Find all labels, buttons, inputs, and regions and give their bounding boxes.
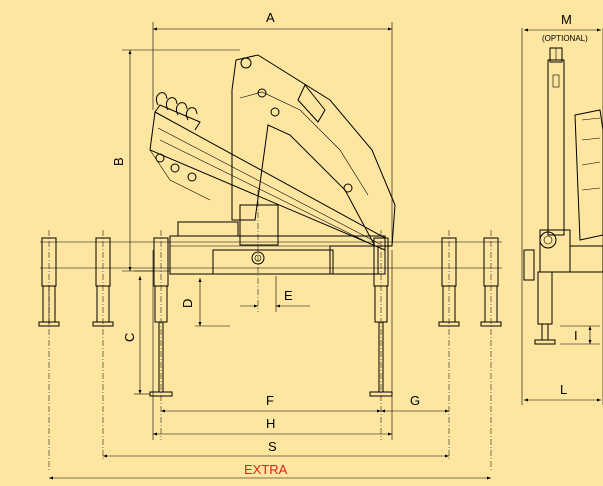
- dimension-s: S: [103, 439, 449, 458]
- outrigger-legs: [38, 237, 502, 397]
- label-optional: (OPTIONAL): [542, 34, 588, 43]
- front-column: [523, 47, 603, 281]
- label-m: M: [561, 12, 572, 27]
- dimension-h: H: [152, 250, 393, 440]
- label-a: A: [266, 10, 275, 25]
- telescopic-boom: [149, 92, 386, 251]
- dimension-c: C: [122, 270, 154, 395]
- dimension-d: D: [180, 273, 230, 327]
- center-lines: [48, 190, 492, 470]
- label-c: C: [122, 333, 137, 342]
- dimension-extra: EXTRA: [49, 462, 491, 480]
- label-s: S: [268, 439, 277, 454]
- label-b: B: [111, 157, 126, 166]
- label-i: I: [574, 328, 578, 343]
- label-g: G: [410, 393, 420, 408]
- crane-column: [231, 54, 396, 247]
- crane-base: [169, 204, 386, 275]
- label-e: E: [284, 288, 293, 303]
- dimension-l: L: [524, 382, 601, 402]
- label-h: H: [266, 416, 275, 431]
- dimension-g: G: [381, 393, 449, 413]
- front-leg: [534, 271, 556, 345]
- label-l: L: [560, 382, 567, 397]
- dimension-f: F: [161, 393, 381, 413]
- label-extra: EXTRA: [244, 462, 288, 477]
- dimension-a: A: [152, 10, 393, 246]
- front-view: M (OPTIONAL) I: [521, 12, 603, 405]
- side-view: A B C D E: [38, 10, 502, 480]
- dimension-i: I: [560, 325, 600, 345]
- dimension-e: E: [240, 276, 310, 312]
- label-f: F: [266, 393, 274, 408]
- label-d: D: [180, 299, 195, 308]
